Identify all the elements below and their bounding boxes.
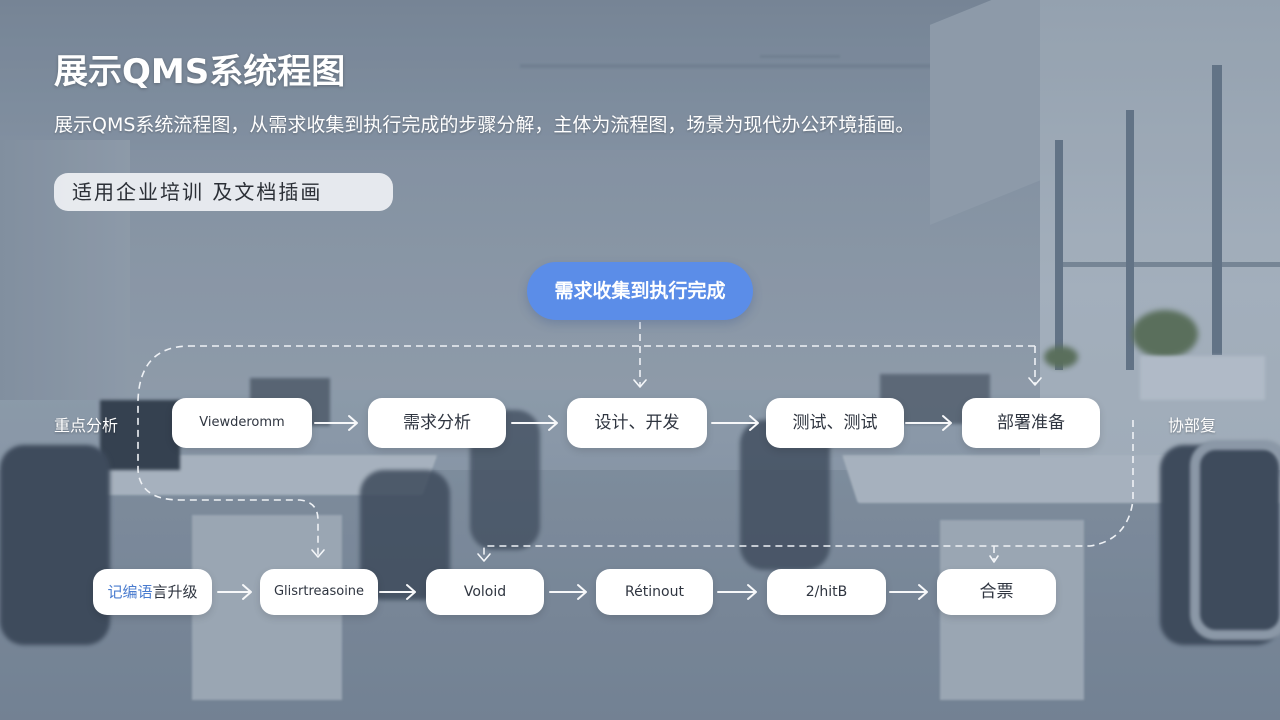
page-title: 展示QMS系统程图 (54, 52, 346, 92)
usage-tag: 适用企业培训 及文档插画 (54, 173, 393, 211)
flow-node-testing[interactable]: 测试、测试 (766, 398, 904, 448)
node-highlight-text: 记编语 (107, 583, 153, 601)
window-frame (1060, 262, 1280, 267)
page-subtitle: 展示QMS系统流程图，从需求收集到执行完成的步骤分解，主体为流程图，场景为现代办… (54, 114, 915, 136)
node-text: 言升级 (152, 583, 198, 601)
flow-node-design-develop[interactable]: 设计、开发 (567, 398, 707, 448)
ceiling-light (760, 55, 840, 58)
plant (1132, 310, 1198, 358)
row1-left-label: 重点分析 (54, 416, 119, 435)
flow-node-retinout[interactable]: Rétinout (596, 569, 713, 615)
flow-node-viewderomm[interactable]: Viewderomm (172, 398, 312, 448)
row1-right-label: 协部复 (1168, 416, 1217, 435)
office-chair (1160, 445, 1280, 645)
flow-node-language-upgrade[interactable]: 记编语言升级 (93, 569, 212, 615)
monitor (1140, 356, 1265, 400)
root-node[interactable]: 需求收集到执行完成 (527, 262, 753, 320)
flow-node-2hitb[interactable]: 2/hitB (767, 569, 886, 615)
office-chair-frame (1190, 440, 1280, 640)
flow-node-voloid[interactable]: Voloid (426, 569, 544, 615)
flow-node-glisrtreasoine[interactable]: Glisrtreasoine (260, 569, 378, 615)
flow-node-final[interactable]: 合票 (937, 569, 1056, 615)
window-frame (1212, 65, 1222, 355)
ceiling-light (520, 64, 940, 68)
flow-node-deploy-prep[interactable]: 部署准备 (962, 398, 1100, 448)
plant (1044, 346, 1078, 368)
flow-node-requirements-analysis[interactable]: 需求分析 (368, 398, 506, 448)
window-frame (1055, 140, 1063, 370)
window-frame (1126, 110, 1134, 370)
office-chair (0, 445, 110, 645)
